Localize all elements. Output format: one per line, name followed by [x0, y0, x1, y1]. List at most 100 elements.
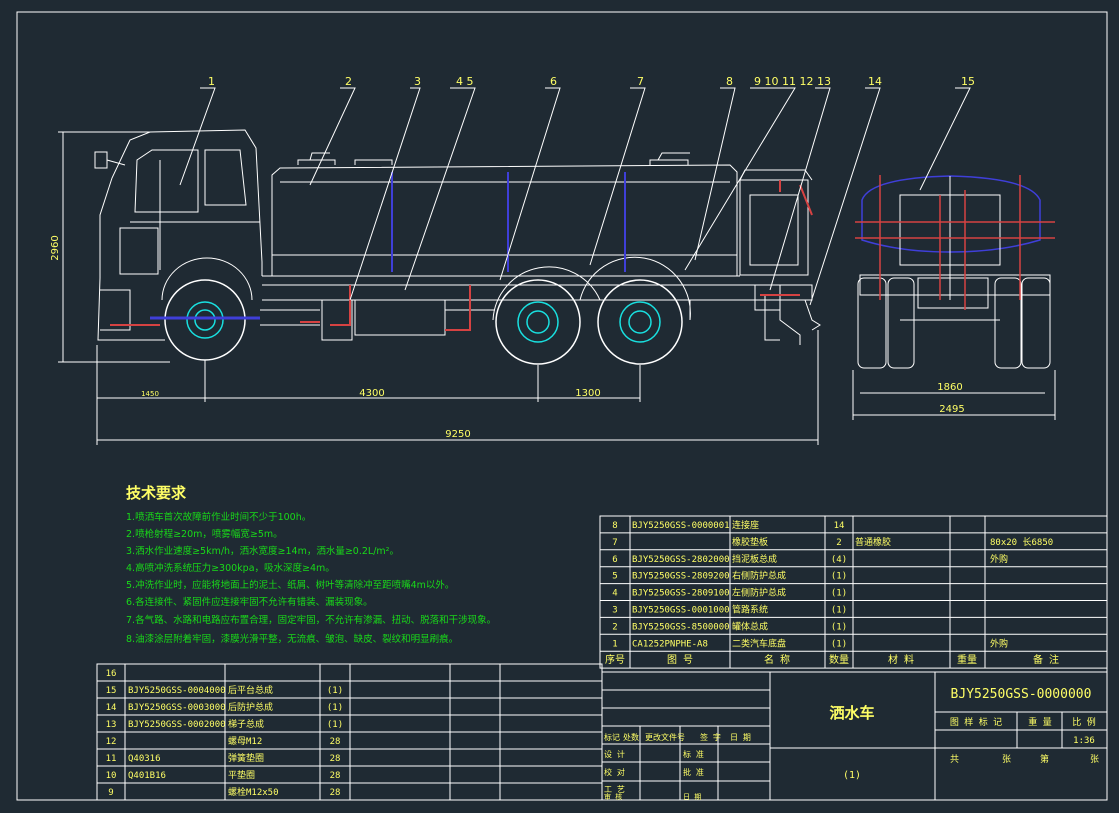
dim-width: 2495 [939, 404, 964, 415]
callout-4-5: 4 5 [456, 75, 474, 88]
callout-6: 6 [550, 75, 557, 88]
parts-lower-cell-seq: 16 [106, 669, 117, 679]
dimension-lines [58, 131, 1056, 445]
parts-lower-cell-code: BJY5250GSS-0004000 [128, 686, 226, 696]
parts-header-name: 名 称 [764, 653, 790, 666]
signer-label: 日 期 [683, 793, 701, 801]
parts-lower-cell-qty: 28 [330, 788, 341, 798]
parts-header-seq: 序号 [605, 653, 625, 666]
wheels-side [164, 279, 683, 365]
parts-lower-cell-seq: 12 [106, 737, 117, 747]
parts-cell-seq: 3 [612, 606, 617, 616]
parts-lower-cell-code: BJY5250GSS-0002000 [128, 720, 226, 730]
sheet-total-label: 共 [950, 754, 959, 765]
parts-cell-name: 挡泥板总成 [732, 553, 777, 565]
parts-lower-cell-seq: 11 [106, 754, 117, 764]
signer-label: 审 核 [604, 792, 622, 801]
parts-cell-name: 橡胶垫板 [732, 536, 768, 548]
parts-header-weight: 重量 [957, 653, 977, 666]
callout-14: 14 [868, 75, 882, 88]
parts-cell-code: BJY5250GSS-2809100 [632, 589, 730, 599]
parts-lower-cell-seq: 14 [106, 703, 117, 713]
drawing-number: BJY5250GSS-0000000 [951, 687, 1092, 702]
tank-body [271, 164, 738, 276]
parts-lower-cell-qty: 28 [330, 754, 341, 764]
parts-lower-cell-qty: (1) [327, 686, 343, 696]
parts-lower-cell-code: Q40316 [128, 754, 161, 764]
callout-3: 3 [414, 75, 421, 88]
parts-lower-cell-qty: 28 [330, 737, 341, 747]
parts-lower-cell-name: 后防护总成 [228, 701, 273, 713]
parts-lower-cell-name: 弹簧垫圈 [228, 752, 264, 764]
tb-scale: 1:36 [1073, 736, 1095, 746]
parts-lower-cell-name: 梯子总成 [228, 718, 264, 730]
parts-cell-seq: 6 [612, 555, 617, 565]
parts-lower-cell-name: 平垫圈 [228, 769, 255, 781]
callout-leaders [179, 87, 971, 306]
cab-outline [99, 129, 263, 278]
parts-cell-material: 普通橡胶 [855, 536, 891, 548]
dim-wheelbase: 4300 [359, 388, 384, 399]
dim-height: 2960 [50, 235, 61, 260]
callout-7: 7 [637, 75, 644, 88]
parts-lower-cell-name: 螺栓M12x50 [228, 786, 279, 798]
parts-cell-seq: 4 [612, 589, 617, 599]
dim-rear-spacing: 1300 [575, 388, 600, 399]
callout-labels: 1 2 3 4 5 6 7 8 9 10 11 12 13 14 15 [208, 75, 975, 88]
chassis-frame [262, 284, 813, 301]
parts-lower-cell-seq: 15 [106, 686, 117, 696]
parts-lower-cell-code: Q401B16 [128, 771, 166, 781]
parts-cell-code: BJY5250GSS-2809200 [632, 572, 730, 582]
parts-cell-seq: 2 [612, 622, 617, 632]
parts-lower-cell-seq: 9 [108, 788, 113, 798]
title-block: 洒水车 BJY5250GSS-0000000 图 样 标 记 重 量 比 例 1… [601, 671, 1108, 801]
cab-window [134, 149, 199, 213]
callout-15: 15 [961, 75, 975, 88]
dim-front-overhang: 1450 [141, 390, 159, 398]
parts-cell-qty: (1) [831, 639, 847, 649]
callout-8: 8 [726, 75, 733, 88]
parts-cell-note: 80x20 长6850 [990, 536, 1053, 548]
parts-lower-cell-qty: 28 [330, 771, 341, 781]
rear-wheel-1 [495, 279, 581, 365]
tech-item: 3.洒水作业速度≥5km/h，洒水宽度≥14m，洒水量≥0.2L/m²。 [126, 545, 399, 557]
rev-header: 日 期 [730, 733, 751, 742]
dim-overall-length: 9250 [445, 429, 470, 440]
parts-header-material: 材 料 [888, 653, 914, 666]
tank-baffles [391, 172, 626, 272]
tech-item: 7.各气路、水路和电路应布置合理，固定牢固，不允许有渗漏、扭动、脱落和干涉现象。 [126, 614, 496, 626]
rev-header: 更改文件号 [645, 732, 685, 742]
rev-header: 标记 [604, 732, 620, 742]
parts-cell-qty: 14 [834, 521, 845, 531]
tech-item: 2.喷枪射程≥20m，喷雾幅宽≥5m。 [126, 528, 283, 540]
rev-header: 签 字 [700, 732, 721, 742]
rear-wheel-2 [597, 279, 683, 365]
dimension-texts: 2960 1450 4300 1300 9250 1860 2495 [50, 235, 965, 440]
tech-item: 4.高喷冲洗系统压力≥300kpa，吸水深度≥4m。 [126, 562, 335, 574]
tech-item: 6.各连接件、紧固件应连接牢固不允许有错装、漏装现象。 [126, 596, 373, 608]
tb-header-marks: 图 样 标 记 [950, 716, 1002, 728]
rear-tire-right-outer [1021, 277, 1051, 369]
parts-cell-code: CA1252PNPHE-A8 [632, 639, 708, 649]
front-wheel [164, 279, 246, 361]
signer-label: 工 艺 [604, 785, 625, 794]
parts-cell-code: BJY5250GSS-0000001 [632, 521, 730, 531]
parts-cell-qty: (1) [831, 572, 847, 582]
tech-item: 1.喷洒车首次故障前作业时间不少于100h。 [126, 511, 311, 523]
parts-cell-code: BJY5250GSS-8500000 [632, 622, 730, 632]
parts-cell-name: 管路系统 [732, 604, 768, 616]
parts-cell-name: 左侧防护总成 [732, 587, 786, 599]
parts-header-qty: 数量 [829, 653, 849, 666]
parts-lower-cell-seq: 10 [106, 771, 117, 781]
side-view [94, 129, 821, 345]
signer-label: 批 准 [683, 767, 704, 777]
tb-sub-code: (1) [843, 770, 861, 781]
callout-2: 2 [345, 75, 352, 88]
tech-title: 技术要求 [126, 484, 187, 502]
rear-tank-outline [861, 175, 1041, 253]
parts-cell-qty: (1) [831, 622, 847, 632]
signer-label: 标 准 [683, 749, 704, 759]
product-name: 洒水车 [829, 704, 874, 722]
